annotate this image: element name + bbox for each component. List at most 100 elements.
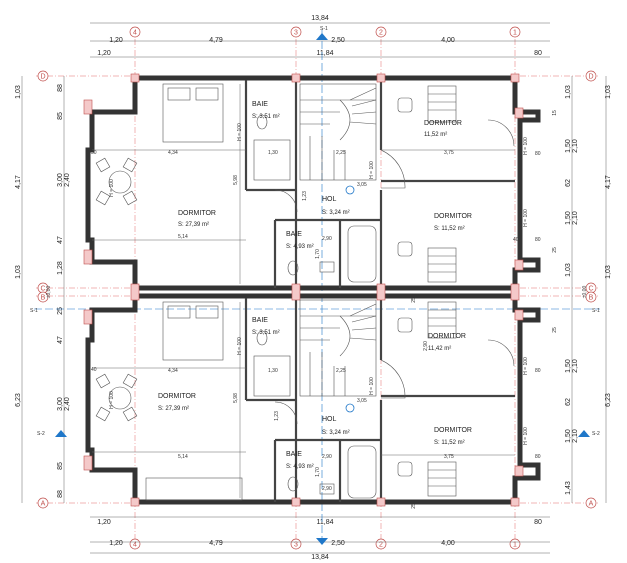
dimensions-left: 1,03 4,17 1,03 6,23 88 85 3,00 2,40 47 1… [15,76,71,503]
dim-vertical: 2,10 [572,359,579,373]
pillow-icon [167,305,191,319]
dim-interior: 5,98 [233,175,239,185]
level-marker-icon [345,185,355,195]
axis-bubble-label: 1 [513,30,517,37]
room-area: S: 27,39 m² [158,406,189,412]
room-name: BAIE [252,317,268,324]
section-arrow-icon [316,538,328,545]
axis-bubble-label: B [41,295,46,302]
dim-interior: 4,34 [168,150,178,156]
dim-edge: 80 [534,50,542,57]
axis-bubble-label: C [588,286,593,293]
dim-interior: 80 [535,454,541,460]
axis-bubble-label: A [41,501,46,508]
dim-edge: 1,20 [97,519,111,526]
window-tag: H = 100 [237,337,243,355]
dim-vertical: 85 [57,112,64,120]
chair-icon [397,461,413,477]
dim-vertical: 88 [57,490,64,498]
window-tag: H = 100 [109,391,115,409]
dim-vertical: 2,10 [572,429,579,443]
dim-interior: 80 [535,237,541,243]
room-area: S: 11,52 m² [434,226,465,232]
furniture-small-bedrooms [397,85,457,497]
section-label: S-1 [320,26,328,32]
dim-edge: 1,20 [97,50,111,57]
dim-interior: 1,30 [268,150,278,156]
dim-interior: 5,98 [233,393,239,403]
dim-interior: 2,25 [336,150,346,156]
dim-segment: 4,79 [209,37,223,44]
dim-vertical: 1,50 [565,359,572,373]
chair-icon [397,97,413,113]
columns [83,73,524,507]
chair-icon [95,406,111,422]
axis-bubble-label: 4 [133,542,137,549]
toilet-icon [287,260,299,276]
room-area: S: 11,52 m² [434,440,465,446]
chair-icon [397,241,413,257]
dim-interior: 4,34 [168,368,178,374]
table-icon [108,170,132,194]
dim-interior: 50 [91,150,97,156]
toilet-icon [256,330,268,346]
chair-icon [397,317,413,333]
door-swing-icon [487,339,515,367]
dim-segment: 4,00 [441,540,455,547]
room-name: BAIE [286,451,302,458]
dim-vertical: 25 [57,307,64,315]
dim-interior: 40 [513,237,519,243]
dim-interior: 2,90 [322,454,332,460]
staircase-upper [299,83,377,181]
window-tag: H = 100 [369,161,375,179]
dim-interior: 40 [91,367,97,373]
axis-bubble-label: 1 [513,542,517,549]
dim-vertical: 47 [57,236,64,244]
axis-bubbles-left: D C B A [37,70,49,509]
axis-bubble-label: 2 [379,30,383,37]
dim-vertical: 2,10 [572,211,579,225]
room-area: S: 3,24 m² [322,430,350,436]
dim-vertical: 2,10 [572,139,579,153]
dim-vertical: 1,03 [565,263,572,277]
dim-interior: 3,75 [444,150,454,156]
dim-interior: 25 [411,297,417,303]
walls [85,75,541,505]
dim-vertical: 1,50 [565,211,572,225]
dim-interior: 80 [535,368,541,374]
dim-interior: 25 [411,503,417,509]
wall-right-lower [512,296,541,503]
room-name: BAIE [252,101,268,108]
door-swing-icon [274,401,298,425]
bed-icon [427,85,457,123]
section-label: S-1 [592,308,600,314]
dim-segment: 4,00 [441,37,455,44]
axis-bubbles-bottom: 4 3 2 1 [129,538,521,550]
dim-interior: 3,05 [357,182,367,188]
shower-icon [253,139,291,181]
dim-vertical: 62 [565,398,572,406]
pillow-icon [195,305,219,319]
dim-vertical: 4,17 [15,175,22,189]
room-area: S: 27,39 m² [178,222,209,228]
dim-overall-bottom: 13,84 [311,554,329,561]
interior-dimensions: 4,34 5,98 5,14 1,30 2,25 2,90 1,70 3,75 … [91,84,558,509]
level-mark: ±0,00 [46,286,52,299]
section-label: S-1 [30,308,38,314]
wardrobe-icon [145,477,243,501]
bed-icon [162,83,224,143]
bed-icon [427,461,457,497]
dim-interior: 1,30 [268,368,278,374]
dim-segment: 1,20 [109,37,123,44]
axis-bubble-label: D [588,74,593,81]
dim-interior: 5,14 [178,454,188,460]
dim-vertical: 6,23 [605,393,612,407]
bed-icon [162,301,224,361]
room-name: HOL [322,416,337,423]
window-tag: H = 100 [523,357,529,375]
axis-bubbles-top: 4 3 2 1 [129,26,521,38]
dim-edge: 80 [534,519,542,526]
level-marker-icon [345,403,355,413]
doors [274,119,515,425]
dim-inner-top: 11,84 [317,50,334,57]
